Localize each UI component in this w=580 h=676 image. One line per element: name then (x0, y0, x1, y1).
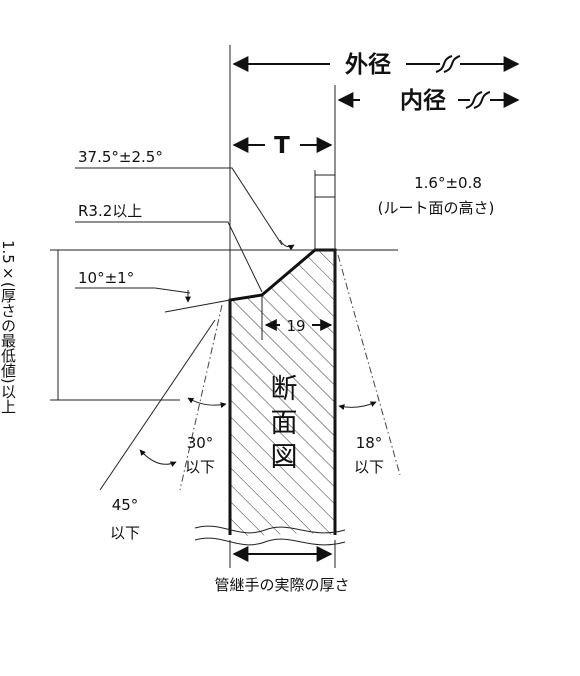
angle-30-arc (187, 397, 227, 408)
angle-45-label: 45° (112, 496, 139, 514)
angle-18-line (337, 254, 401, 476)
root-face-note-label: (ルート面の高さ) (378, 199, 495, 217)
outer-break-symbol (435, 55, 461, 73)
taper-length-label: 19 (286, 317, 305, 335)
bevel-angle-arc (279, 239, 295, 251)
angle-18-sub-label: 以下 (354, 458, 384, 476)
angle-18-label: 18° (356, 434, 383, 452)
root-face-label: 1.6°±0.8 (414, 174, 482, 192)
angle-18-arc (338, 401, 377, 411)
angle-30-label: 30° (187, 434, 214, 452)
radius-leader (75, 221, 263, 293)
outer-diameter-label: 外径 (345, 51, 391, 78)
bevel-angle-leader (75, 167, 283, 246)
taper-ext-line (164, 299, 231, 313)
actual-thickness-label: 管継手の実際の厚さ (214, 576, 349, 594)
inner-diameter-label: 内径 (400, 88, 446, 114)
section-char-1: 断 (271, 374, 298, 405)
inner-break-symbol (465, 91, 491, 109)
taper-angle-label: 10°±1° (78, 269, 134, 287)
section-char-3: 図 (271, 442, 298, 473)
bevel-angle-label: 37.5°±2.5° (78, 148, 163, 166)
section-char-2: 面 (271, 408, 298, 439)
thickness-label: T (274, 133, 290, 159)
angle-45-sub-label: 以下 (110, 524, 140, 542)
min-height-label: 1.5×(厚さの最低値)以上 (0, 240, 17, 414)
section-hatch (230, 250, 335, 536)
angle-30-sub-label: 以下 (185, 458, 215, 476)
angle-45-arc (139, 449, 177, 467)
angle-30-line (179, 304, 223, 491)
break-line-top (194, 525, 346, 534)
angle-45-line (99, 319, 216, 491)
taper-angle-leader (75, 287, 191, 294)
break-line-bottom (194, 537, 346, 546)
radius-label: R3.2以上 (78, 202, 142, 220)
